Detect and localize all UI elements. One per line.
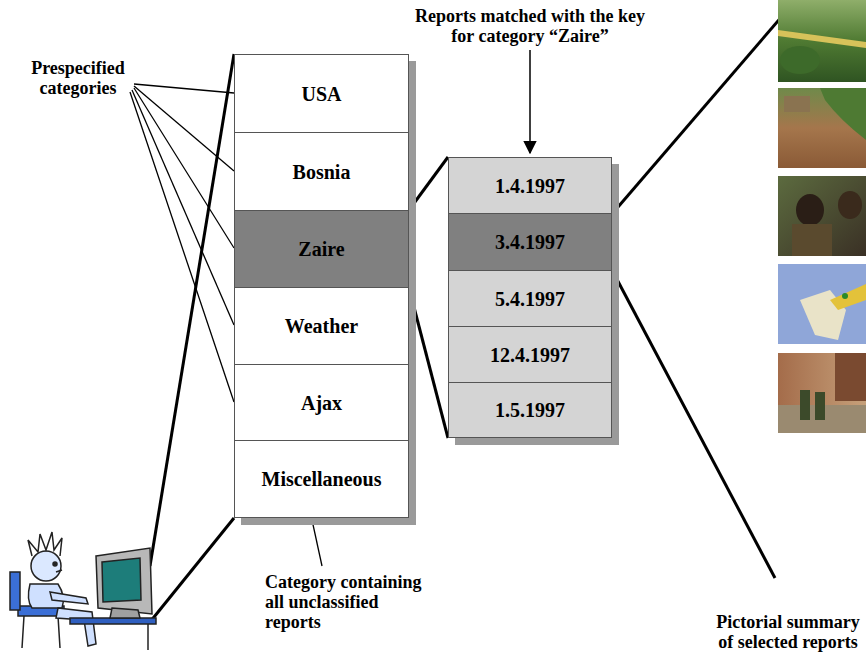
thumbnail — [778, 176, 866, 256]
selected-report-box: 3.4.1997 — [448, 213, 612, 271]
zoom-line — [612, 0, 796, 214]
thumbnail — [778, 88, 866, 168]
category-box: USA — [234, 54, 409, 133]
node-label: 12.4.1997 — [490, 343, 570, 367]
node-label: USA — [301, 82, 341, 106]
label-text: Reports matched with the key for categor… — [415, 6, 645, 46]
label-text: Category containing all unclassified rep… — [265, 572, 422, 632]
node-label: 1.5.1997 — [495, 398, 565, 422]
selected-category-box: Zaire — [234, 210, 409, 288]
user-cartoon — [10, 532, 156, 650]
node-label: 1.4.1997 — [495, 174, 565, 198]
node-label: Ajax — [301, 391, 342, 415]
zoom-line — [612, 270, 775, 578]
thumbnail — [778, 353, 866, 433]
zoom-line — [150, 518, 234, 622]
annotation-label: Prespecified categories — [18, 58, 138, 98]
report-date-box: 5.4.1997 — [448, 270, 612, 327]
node-label: Bosnia — [293, 160, 351, 184]
report-date-box: 12.4.1997 — [448, 326, 612, 383]
caption-label: Reports matched with the key for categor… — [405, 6, 655, 46]
thumbnail — [778, 264, 866, 344]
report-date-box: 1.5.1997 — [448, 382, 612, 438]
annotation-label: Category containing all unclassified rep… — [265, 572, 425, 632]
label-text: Prespecified categories — [31, 58, 125, 98]
zoom-line — [150, 54, 234, 566]
node-label: 3.4.1997 — [495, 230, 565, 254]
leader-lines — [130, 84, 234, 402]
category-box: Weather — [234, 287, 409, 365]
category-box: Ajax — [234, 364, 409, 441]
label-text: Pictorial summary of selected reports — [716, 612, 859, 652]
node-label: Miscellaneous — [262, 467, 382, 491]
category-box: Bosnia — [234, 132, 409, 211]
node-label: 5.4.1997 — [495, 287, 565, 311]
zoom-connector — [409, 288, 448, 438]
node-label: Zaire — [298, 237, 344, 261]
node-label: Weather — [285, 314, 358, 338]
leader-line — [312, 520, 322, 566]
report-date-box: 1.4.1997 — [448, 157, 612, 214]
zoom-connector — [409, 157, 448, 210]
annotation-label: Pictorial summary of selected reports — [712, 612, 864, 652]
thumbnail — [778, 0, 866, 82]
category-box: Miscellaneous — [234, 440, 409, 518]
pointer-arrow — [529, 50, 531, 153]
